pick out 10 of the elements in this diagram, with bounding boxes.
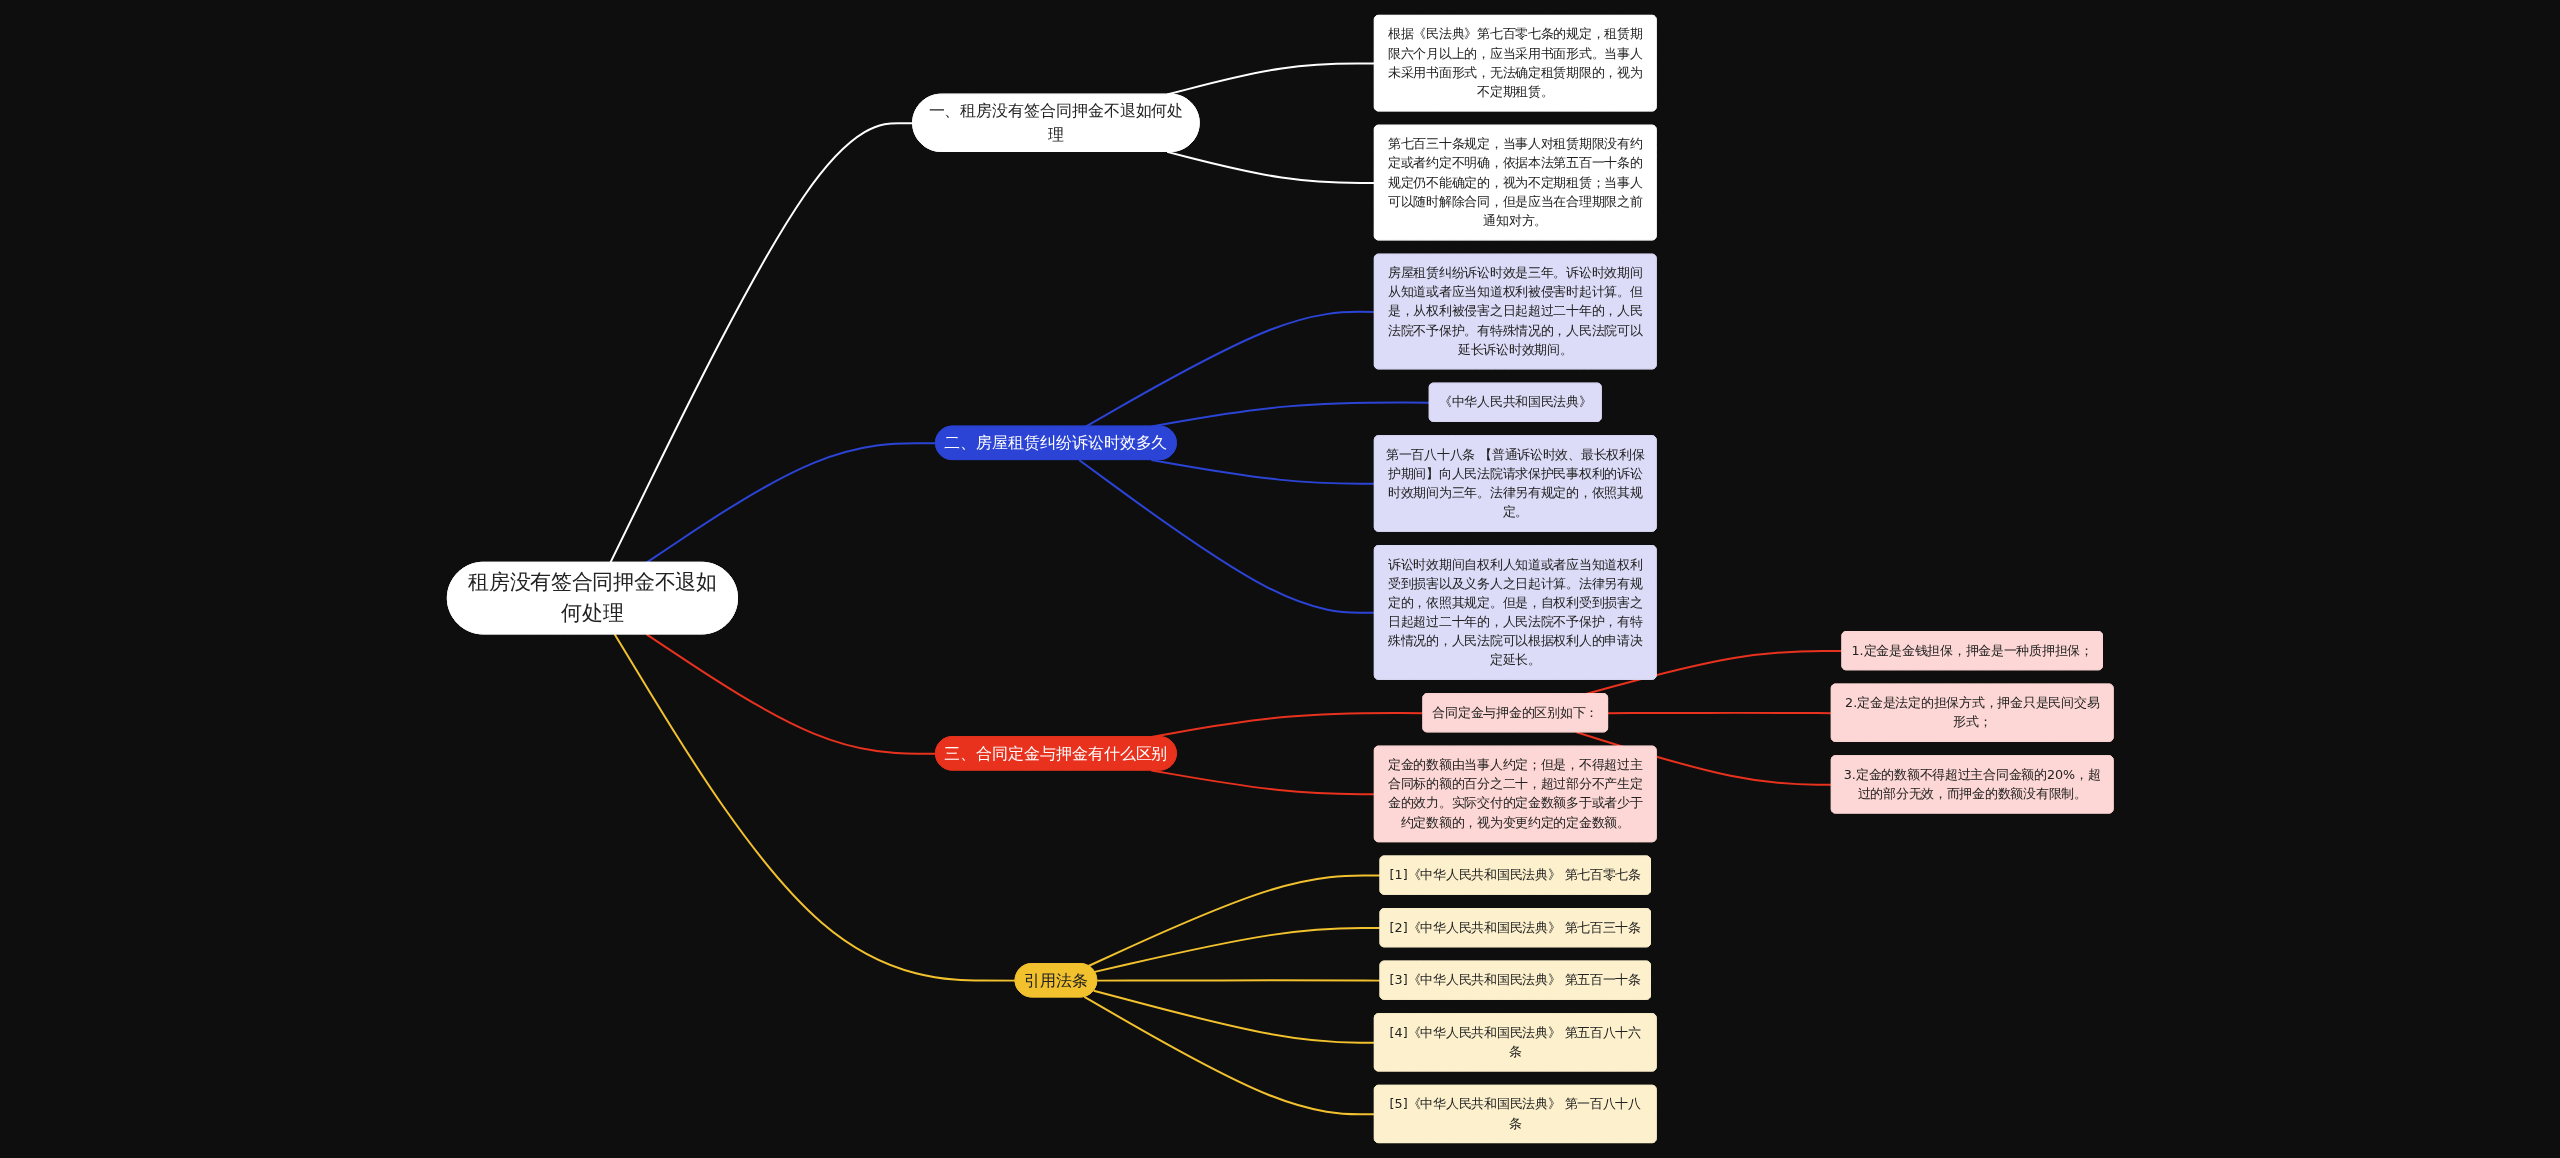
connector — [1150, 459, 1376, 485]
connector — [609, 122, 914, 564]
connector — [1606, 711, 1833, 715]
connector — [645, 442, 937, 564]
connector — [1077, 459, 1376, 614]
connector — [1083, 995, 1376, 1116]
connector — [1084, 310, 1376, 428]
connector — [1165, 150, 1376, 184]
connector — [1092, 989, 1376, 1044]
connector — [645, 633, 937, 755]
